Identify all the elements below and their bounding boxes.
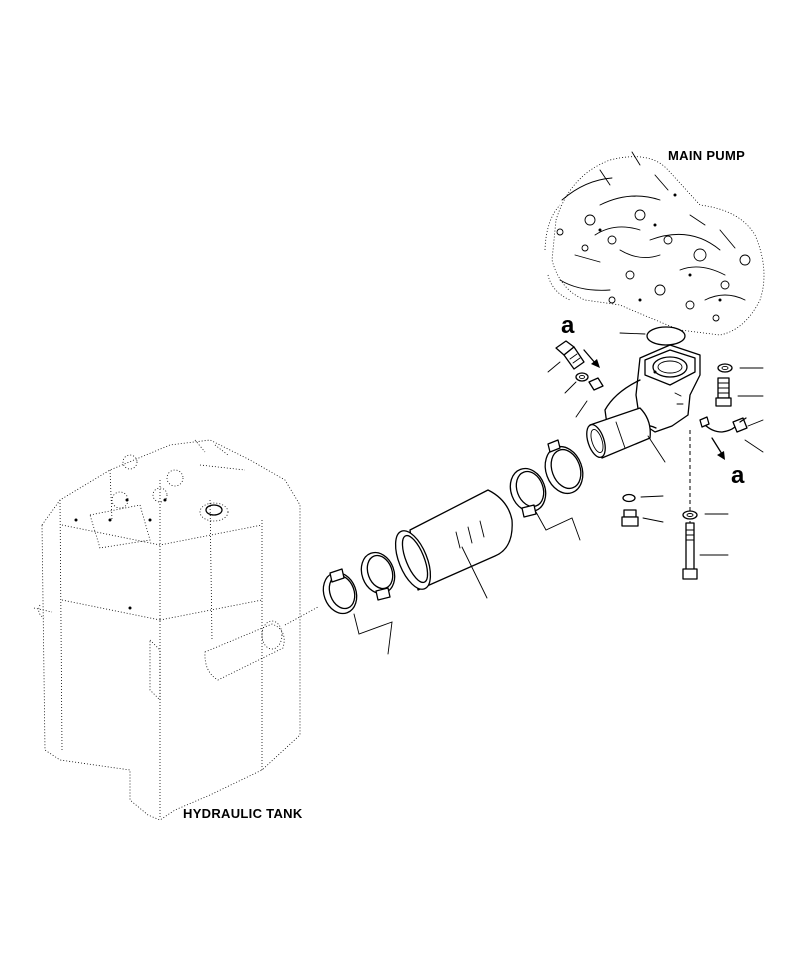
o-ring-pump-flange [619,326,686,346]
hose-clamp-right-2 [509,467,547,518]
tank-suction-pipe [204,606,319,681]
small-o-ring [622,493,664,503]
hose-clamp-left-2 [322,568,358,615]
pressure-sensor [699,416,764,453]
bolt-a [547,340,585,373]
hydraulic-tank [33,439,301,821]
suction-hose [394,489,513,599]
washer-lower [682,510,729,520]
drain-plug [621,509,664,527]
hose-clamp-right-1 [544,439,584,495]
main-pump [544,151,765,336]
washer-right [717,363,764,373]
leader-clamps-right [535,511,581,541]
detail-mark-a-upper: a [561,312,575,339]
hydraulic-tank-label: HYDRAULIC TANK [183,806,303,821]
washer-and-fitting [564,372,604,418]
detail-mark-a-lower: a [731,462,745,489]
arrow-a-upper [583,349,600,368]
suction-elbow [586,344,701,463]
long-bolt [682,522,729,580]
bolt-right [715,377,764,407]
main-pump-label: MAIN PUMP [668,148,746,163]
hose-clamp-left-1 [360,551,396,601]
arrow-a-lower [711,437,725,460]
leader-clamps-left [353,613,393,655]
